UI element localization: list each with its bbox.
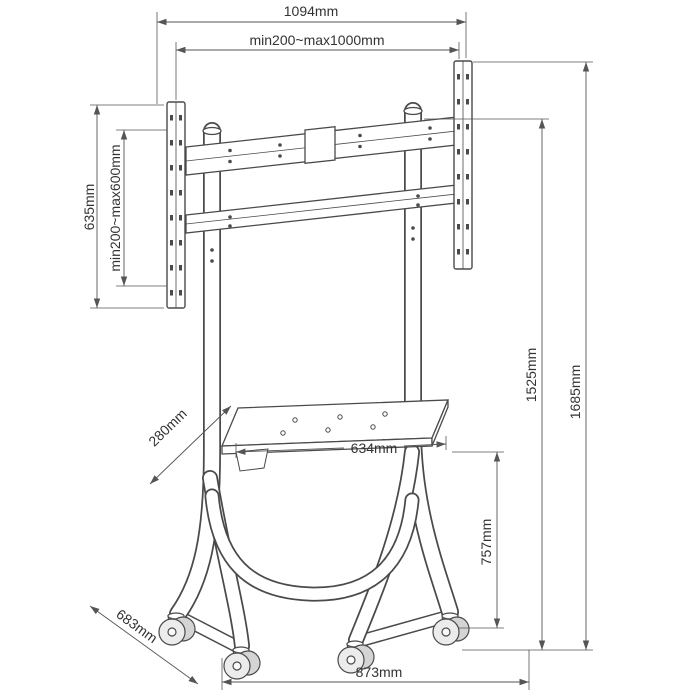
caster-front-right <box>337 640 375 674</box>
dim-shelf-width: 634mm <box>235 436 447 458</box>
crossbar-junction <box>304 125 336 165</box>
frame-tubes <box>169 102 459 655</box>
dim-total-height: 1685mm <box>462 61 593 651</box>
right-vesa-bracket <box>453 60 473 270</box>
right-pole-cap <box>403 106 423 116</box>
dim-top-width: 1094mm <box>156 3 467 104</box>
dim-bracket-height-label: 635mm <box>81 184 97 231</box>
cross-tube <box>204 488 420 602</box>
dim-shelf-width-label: 634mm <box>351 440 398 456</box>
dim-vesa-height-label: min200~max600mm <box>107 144 123 271</box>
shelf <box>221 399 449 472</box>
dim-top-width-label: 1094mm <box>284 3 338 19</box>
dim-lower-height-label: 757mm <box>478 519 494 566</box>
dim-shelf-depth-label: 280mm <box>145 405 190 449</box>
shelf-bracket <box>235 448 269 472</box>
left-pole-cap <box>202 126 222 136</box>
dim-bracket-height: 635mm <box>81 104 164 309</box>
dim-base-width: 873mm <box>221 650 530 690</box>
shelf-side-lip <box>431 399 449 447</box>
caster-front-left <box>223 646 261 680</box>
dim-lower-height: 757mm <box>452 451 504 629</box>
left-vesa-bracket <box>166 101 186 309</box>
dim-column-height-label: 1525mm <box>523 348 539 402</box>
caster-back-right <box>432 612 470 646</box>
dim-total-height-label: 1685mm <box>567 365 583 419</box>
dim-vesa-width: min200~max1000mm <box>175 32 460 100</box>
dim-column-height: 1525mm <box>424 118 549 650</box>
dim-vesa-height: min200~max600mm <box>107 129 167 287</box>
dim-base-width-label: 873mm <box>356 664 403 680</box>
dim-vesa-width-label: min200~max1000mm <box>249 32 384 48</box>
